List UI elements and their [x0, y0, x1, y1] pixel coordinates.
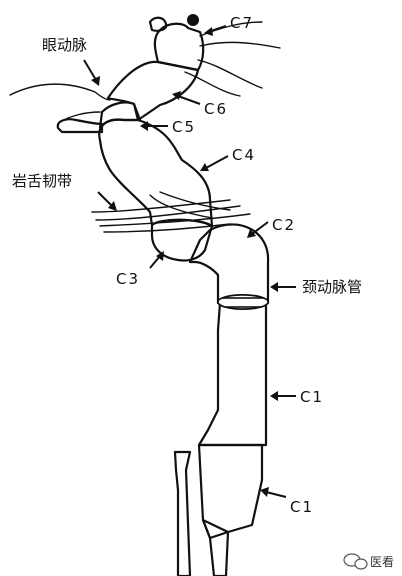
segment-c1-upper [197, 301, 268, 447]
segment-c6 [106, 60, 200, 122]
label-ophthalmic-artery: 眼动脉 [42, 36, 87, 54]
label-c2: C2 [272, 216, 296, 234]
label-petrolingual-ligament: 岩舌韧带 [12, 172, 72, 190]
terminal-bulb [148, 16, 168, 32]
arrow-c3 [149, 255, 161, 269]
ophthalmic-loop [56, 118, 104, 134]
label-c1-lower: C1 [290, 498, 314, 516]
wechat-bubble-icon [343, 553, 368, 570]
watermark-text: 医看 [370, 555, 394, 569]
terminal-knob [187, 14, 199, 26]
label-c4: C4 [232, 146, 256, 164]
segment-c2 [188, 223, 270, 305]
labels: 眼动脉 岩舌韧带 颈动脉管 C7 C6 C5 C4 C3 C2 C1 C1 [12, 14, 362, 516]
vessel-bottom [201, 518, 230, 576]
segment-c1-lower [197, 443, 264, 540]
label-c7: C7 [230, 14, 254, 32]
branch-upper-2 [199, 41, 281, 49]
label-c5: C5 [172, 118, 196, 136]
pointer-arrows [83, 25, 296, 498]
arrow-c4 [205, 155, 229, 169]
ophthalmic-artery-vessel [9, 83, 111, 101]
label-carotid-canal: 颈动脉管 [302, 278, 362, 296]
petrolingual-ligament-strands [91, 191, 251, 233]
arrow-ligament [97, 191, 113, 207]
arrow-ophthalmic [83, 59, 97, 81]
label-c1-upper: C1 [300, 388, 324, 406]
arrow-c6 [177, 95, 201, 105]
branch-upper-1 [199, 21, 263, 37]
arrow-c1-lower [265, 491, 287, 498]
arrow-c2 [251, 221, 269, 235]
branch-upper-3 [197, 59, 263, 89]
watermark: 医看 [343, 553, 394, 570]
branch-upper-4 [184, 71, 241, 97]
label-c3: C3 [116, 270, 140, 288]
external-carotid-stub [173, 450, 192, 576]
vessel [9, 14, 281, 576]
label-c6: C6 [204, 100, 228, 118]
segment-c7 [153, 22, 205, 72]
carotid-canal-ring-inner [217, 294, 269, 310]
segment-c5 [98, 101, 142, 130]
